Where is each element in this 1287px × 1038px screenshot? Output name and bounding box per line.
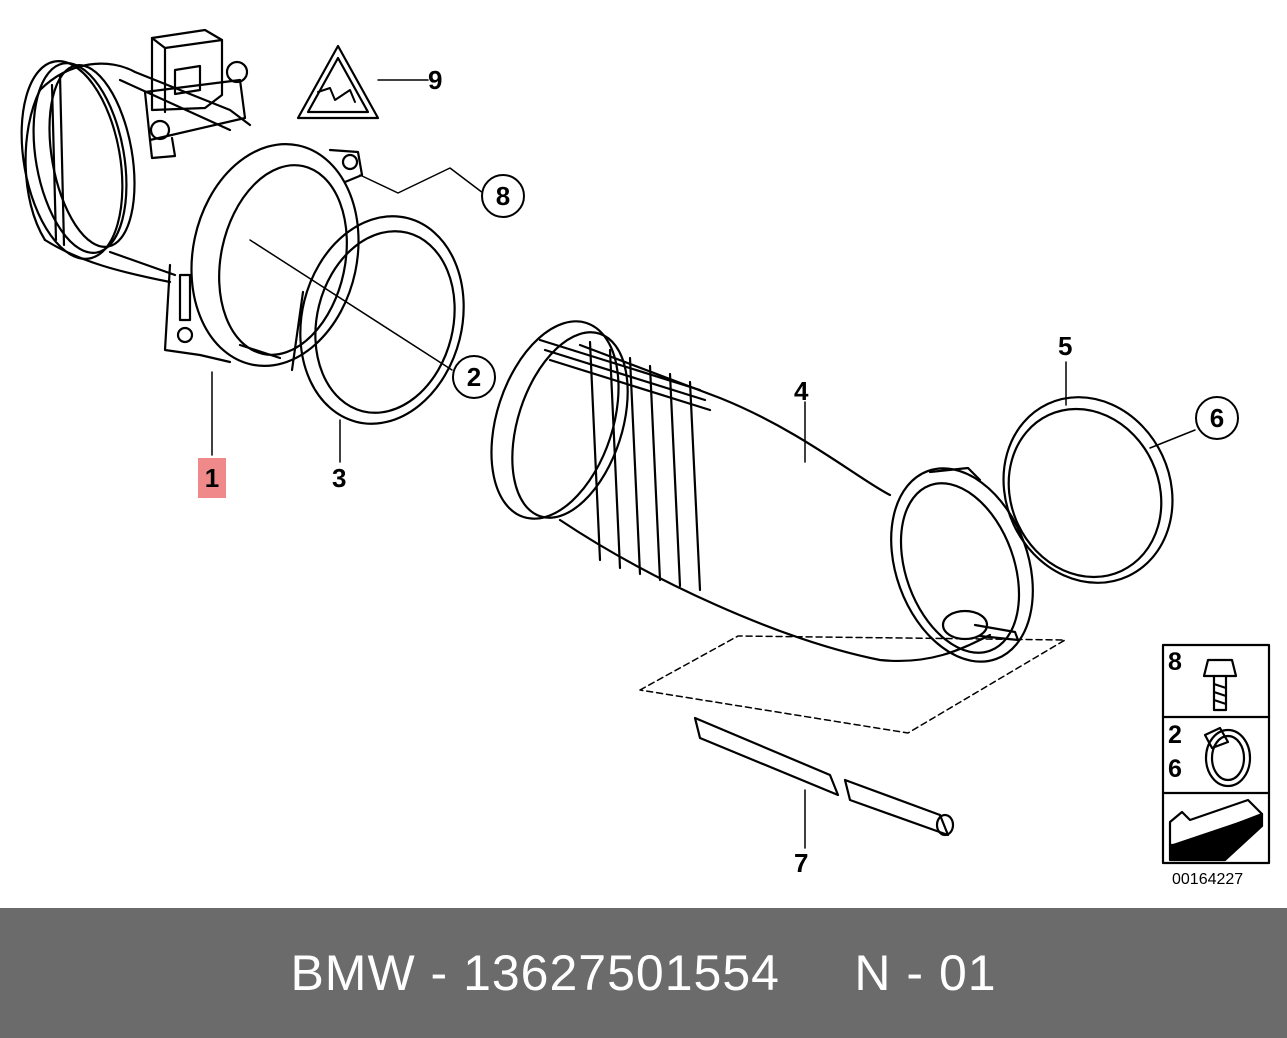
vent-hose-drawing	[693, 716, 955, 837]
clamp-ring-drawing	[290, 215, 465, 425]
legend-clamp-number-b: 6	[1168, 755, 1182, 783]
legend-box	[1161, 643, 1271, 865]
callout-1-highlighted: 1	[198, 458, 226, 498]
callout-5: 5	[1058, 331, 1073, 361]
callout-8-circled: 8	[481, 174, 525, 218]
legend-clamp-number-a: 2	[1168, 721, 1182, 749]
callout-6-circled: 6	[1195, 396, 1239, 440]
air-mass-meter-drawing	[20, 28, 364, 367]
legend-screw-number: 8	[1168, 648, 1182, 676]
clamp-icon	[1204, 728, 1252, 788]
screw-icon	[1202, 658, 1238, 678]
callout-3: 3	[332, 463, 347, 493]
leader-lines	[211, 79, 1196, 849]
callout-2-circled: 2	[452, 355, 496, 399]
catalog-number: 00164227	[1172, 871, 1244, 888]
warning-label-drawing	[296, 44, 380, 120]
callout-7: 7	[794, 848, 809, 878]
hose-clamp-drawing	[1002, 396, 1174, 584]
callout-4: 4	[794, 376, 809, 406]
callout-9: 9	[428, 65, 443, 95]
footer-part-number: BMW - 13627501554 N - 01	[290, 945, 997, 1001]
exploded-parts-diagram	[20, 28, 1271, 865]
intake-hose-drawing	[490, 320, 1034, 663]
footer-bar: BMW - 13627501554 N - 01	[0, 908, 1287, 1038]
bracket-lines	[639, 635, 1066, 734]
